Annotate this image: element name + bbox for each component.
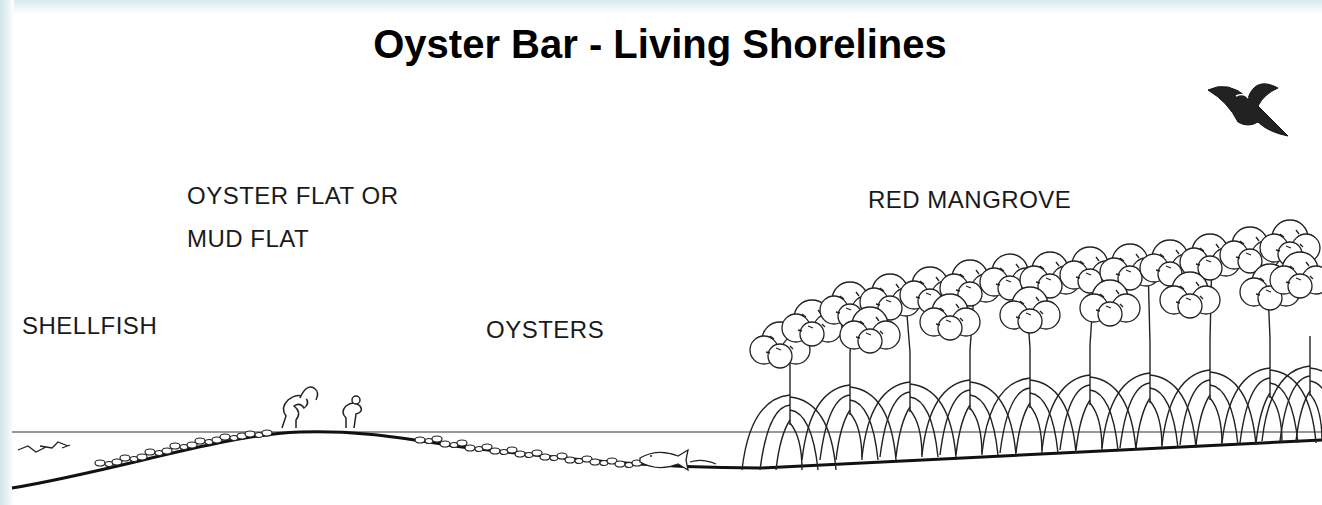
diagram-title: Oyster Bar - Living Shorelines bbox=[160, 22, 1160, 67]
zone-label: RED MANGROVE bbox=[868, 178, 1188, 221]
zone-label: OYSTERS bbox=[486, 308, 686, 351]
zone-label: OYSTER FLAT OR MUD FLAT bbox=[187, 174, 437, 260]
zone-label: SHELLFISH bbox=[22, 304, 242, 347]
